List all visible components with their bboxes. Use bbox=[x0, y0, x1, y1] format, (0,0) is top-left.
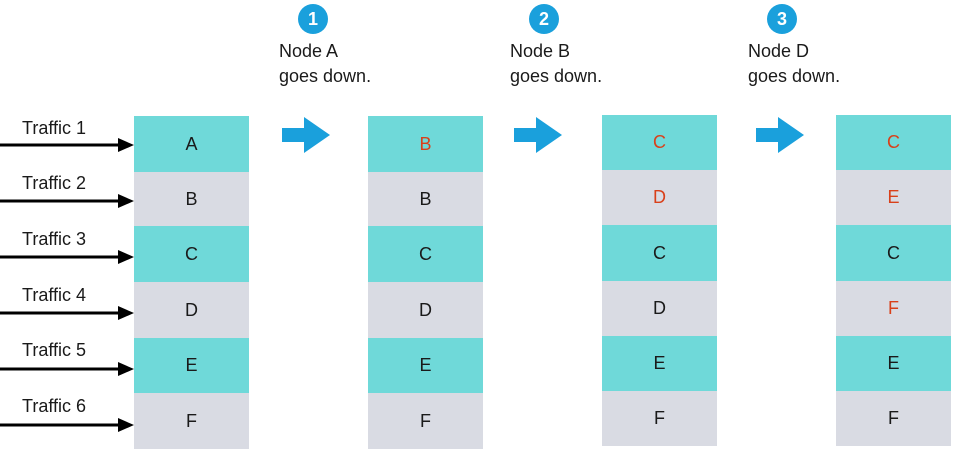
node-cell: F bbox=[602, 391, 717, 446]
node-cell: E bbox=[836, 170, 951, 225]
traffic-arrow-icon bbox=[0, 250, 134, 264]
node-cell: E bbox=[134, 338, 249, 393]
traffic-label: Traffic 2 bbox=[22, 173, 87, 193]
node-cell: D bbox=[368, 282, 483, 338]
traffic-label: Traffic 4 bbox=[22, 285, 87, 305]
node-cell: C bbox=[836, 225, 951, 281]
step-3-caption-line1: Node D bbox=[748, 41, 810, 61]
traffic-arrow-icon bbox=[0, 194, 134, 208]
step-1-badge: 1 bbox=[298, 4, 328, 34]
traffic-arrow-icon bbox=[0, 138, 134, 152]
step-2-caption-line1: Node B bbox=[510, 41, 571, 61]
right-arrow-icon bbox=[514, 117, 562, 153]
node-cell: D bbox=[602, 170, 717, 225]
node-cell: E bbox=[602, 336, 717, 391]
node-cell: D bbox=[602, 281, 717, 336]
step-1-caption: Node A goes down. bbox=[279, 39, 449, 89]
step-3-caption: Node D goes down. bbox=[748, 39, 918, 89]
node-cell: C bbox=[602, 225, 717, 281]
node-cell: D bbox=[134, 282, 249, 338]
node-cell: E bbox=[836, 336, 951, 391]
node-cell: F bbox=[134, 393, 249, 449]
right-arrow-icon bbox=[282, 117, 330, 153]
node-cell: E bbox=[368, 338, 483, 393]
node-cell: C bbox=[602, 115, 717, 170]
traffic-label: Traffic 5 bbox=[22, 340, 87, 360]
step-3-badge: 3 bbox=[767, 4, 797, 34]
traffic-label: Traffic 3 bbox=[22, 229, 87, 249]
node-cell: B bbox=[134, 172, 249, 226]
node-cell: F bbox=[836, 391, 951, 446]
traffic-arrow-icon bbox=[0, 418, 134, 432]
step-2-caption: Node B goes down. bbox=[510, 39, 680, 89]
step-2-caption-line2: goes down. bbox=[510, 66, 603, 86]
node-cell: C bbox=[134, 226, 249, 282]
traffic-label: Traffic 1 bbox=[22, 118, 87, 138]
traffic-arrow-icon bbox=[0, 306, 134, 320]
node-cell: C bbox=[836, 115, 951, 170]
right-arrow-icon bbox=[756, 117, 804, 153]
traffic-arrow-icon bbox=[0, 362, 134, 376]
step-3-caption-line2: goes down. bbox=[748, 66, 841, 86]
node-cell: C bbox=[368, 226, 483, 282]
step-1-caption-line1: Node A bbox=[279, 41, 339, 61]
traffic-label: Traffic 6 bbox=[22, 396, 87, 416]
node-cell: A bbox=[134, 116, 249, 172]
node-cell: F bbox=[836, 281, 951, 336]
node-cell: B bbox=[368, 116, 483, 172]
node-cell: B bbox=[368, 172, 483, 226]
step-1-caption-line2: goes down. bbox=[279, 66, 372, 86]
step-2-badge: 2 bbox=[529, 4, 559, 34]
node-cell: F bbox=[368, 393, 483, 449]
